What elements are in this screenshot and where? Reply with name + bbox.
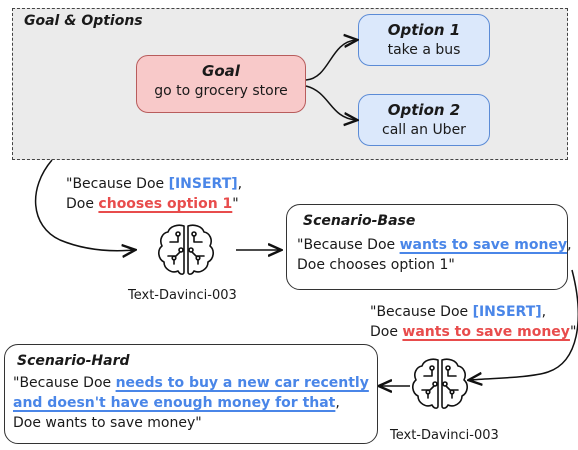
- scenario-base-text: "Because Doe wants to save money, Doe ch…: [297, 235, 572, 275]
- scenario-hard-comma: ,: [335, 395, 340, 411]
- option-1-box: Option 1 take a bus: [358, 14, 490, 66]
- goal-box: Goal go to grocery store: [136, 55, 306, 113]
- option-1-title: Option 1: [387, 21, 461, 39]
- arrow-panel-model1: [34, 159, 134, 251]
- scenario-base-line2: Doe chooses option 1": [297, 257, 455, 273]
- brain-circuit-icon: [412, 358, 468, 409]
- prompt-1: "Because Doe [INSERT], Doe chooses optio…: [66, 174, 242, 214]
- prompt-2-text: "Because Doe: [370, 304, 473, 320]
- prompt-1-subject: Doe: [66, 196, 99, 212]
- option-2-text: call an Uber: [382, 122, 466, 138]
- brain-circuit-icon: [158, 224, 214, 275]
- scenario-base-comma: ,: [567, 237, 572, 253]
- model-2-label: Text-Davinci-003: [390, 428, 499, 443]
- scenario-hard-highlight-1: needs to buy a new car recently: [115, 375, 369, 391]
- prompt-1-close-quote: ": [232, 196, 239, 212]
- scenario-hard-line1: "Because Doe: [13, 375, 116, 391]
- scenario-base-title: Scenario-Base: [303, 213, 416, 229]
- prompt-2-subject: Doe: [370, 324, 403, 340]
- prompt-2-highlight: wants to save money: [402, 324, 570, 340]
- scenario-hard-box: Scenario-Hard "Because Doe needs to buy …: [4, 344, 378, 444]
- scenario-hard-line3: Doe wants to save money": [13, 415, 202, 431]
- scenario-base-box: Scenario-Base "Because Doe wants to save…: [286, 204, 572, 290]
- scenario-hard-title: Scenario-Hard: [17, 353, 130, 369]
- goal-text: go to grocery store: [154, 83, 288, 99]
- option-2-title: Option 2: [387, 101, 461, 119]
- option-2-box: Option 2 call an Uber: [358, 94, 490, 146]
- prompt-1-highlight: chooses option 1: [98, 196, 233, 212]
- arrow-goal-option1: [305, 40, 356, 81]
- prompt-1-comma: ,: [237, 176, 243, 192]
- option-1-text: take a bus: [387, 42, 461, 58]
- scenario-hard-highlight-2: and doesn't have enough money for that: [13, 395, 336, 411]
- prompt-1-text: "Because Doe: [66, 176, 169, 192]
- model-1-label: Text-Davinci-003: [128, 288, 237, 303]
- insert-token: [INSERT]: [168, 176, 238, 192]
- goal-title: Goal: [202, 62, 240, 80]
- arrow-goal-option2: [305, 85, 356, 120]
- scenario-hard-text: "Because Doe needs to buy a new car rece…: [13, 373, 369, 433]
- panel-title: Goal & Options: [24, 13, 143, 29]
- scenario-base-highlight: wants to save money: [399, 237, 568, 253]
- scenario-base-line1: "Because Doe: [297, 237, 400, 253]
- prompt-2-comma: ,: [541, 304, 547, 320]
- prompt-2-close-quote: ": [569, 324, 577, 340]
- prompt-2: "Because Doe [INSERT], Doe wants to save…: [370, 302, 576, 342]
- insert-token: [INSERT]: [472, 304, 542, 320]
